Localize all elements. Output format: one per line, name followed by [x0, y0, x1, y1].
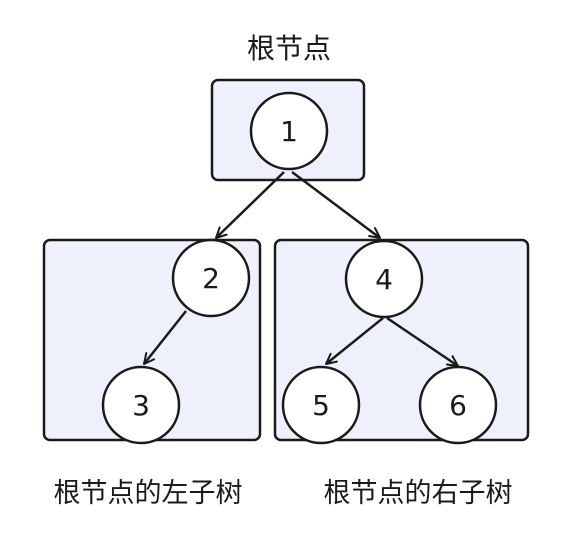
node-label: 2 — [202, 262, 220, 295]
node-circle — [101, 365, 181, 445]
tree-node-3: 3 — [101, 365, 181, 445]
node-label: 3 — [132, 389, 150, 422]
root-label: 根节点 — [247, 32, 331, 65]
edge-1-2 — [215, 171, 285, 239]
tree-node-5: 5 — [281, 365, 361, 445]
node-label: 6 — [449, 389, 467, 422]
edge-2-3 — [143, 310, 187, 365]
tree-node-4: 4 — [344, 239, 424, 319]
node-circle — [344, 239, 424, 319]
node-circle — [281, 365, 361, 445]
tree-node-6: 6 — [418, 365, 498, 445]
edge-1-4 — [291, 171, 381, 239]
node-circle — [249, 91, 329, 171]
node-label: 4 — [375, 263, 393, 296]
node-circle — [171, 238, 251, 318]
edge-4-5 — [325, 317, 384, 365]
tree-node-2: 2 — [171, 238, 251, 318]
right-subtree-label: 根节点的右子树 — [324, 478, 513, 509]
left-subtree-label: 根节点的左子树 — [54, 478, 243, 509]
node-label: 1 — [280, 115, 298, 148]
node-label: 5 — [312, 389, 330, 422]
tree-node-1: 1 — [249, 91, 329, 171]
edge-4-6 — [386, 316, 459, 368]
node-circle — [418, 365, 498, 445]
